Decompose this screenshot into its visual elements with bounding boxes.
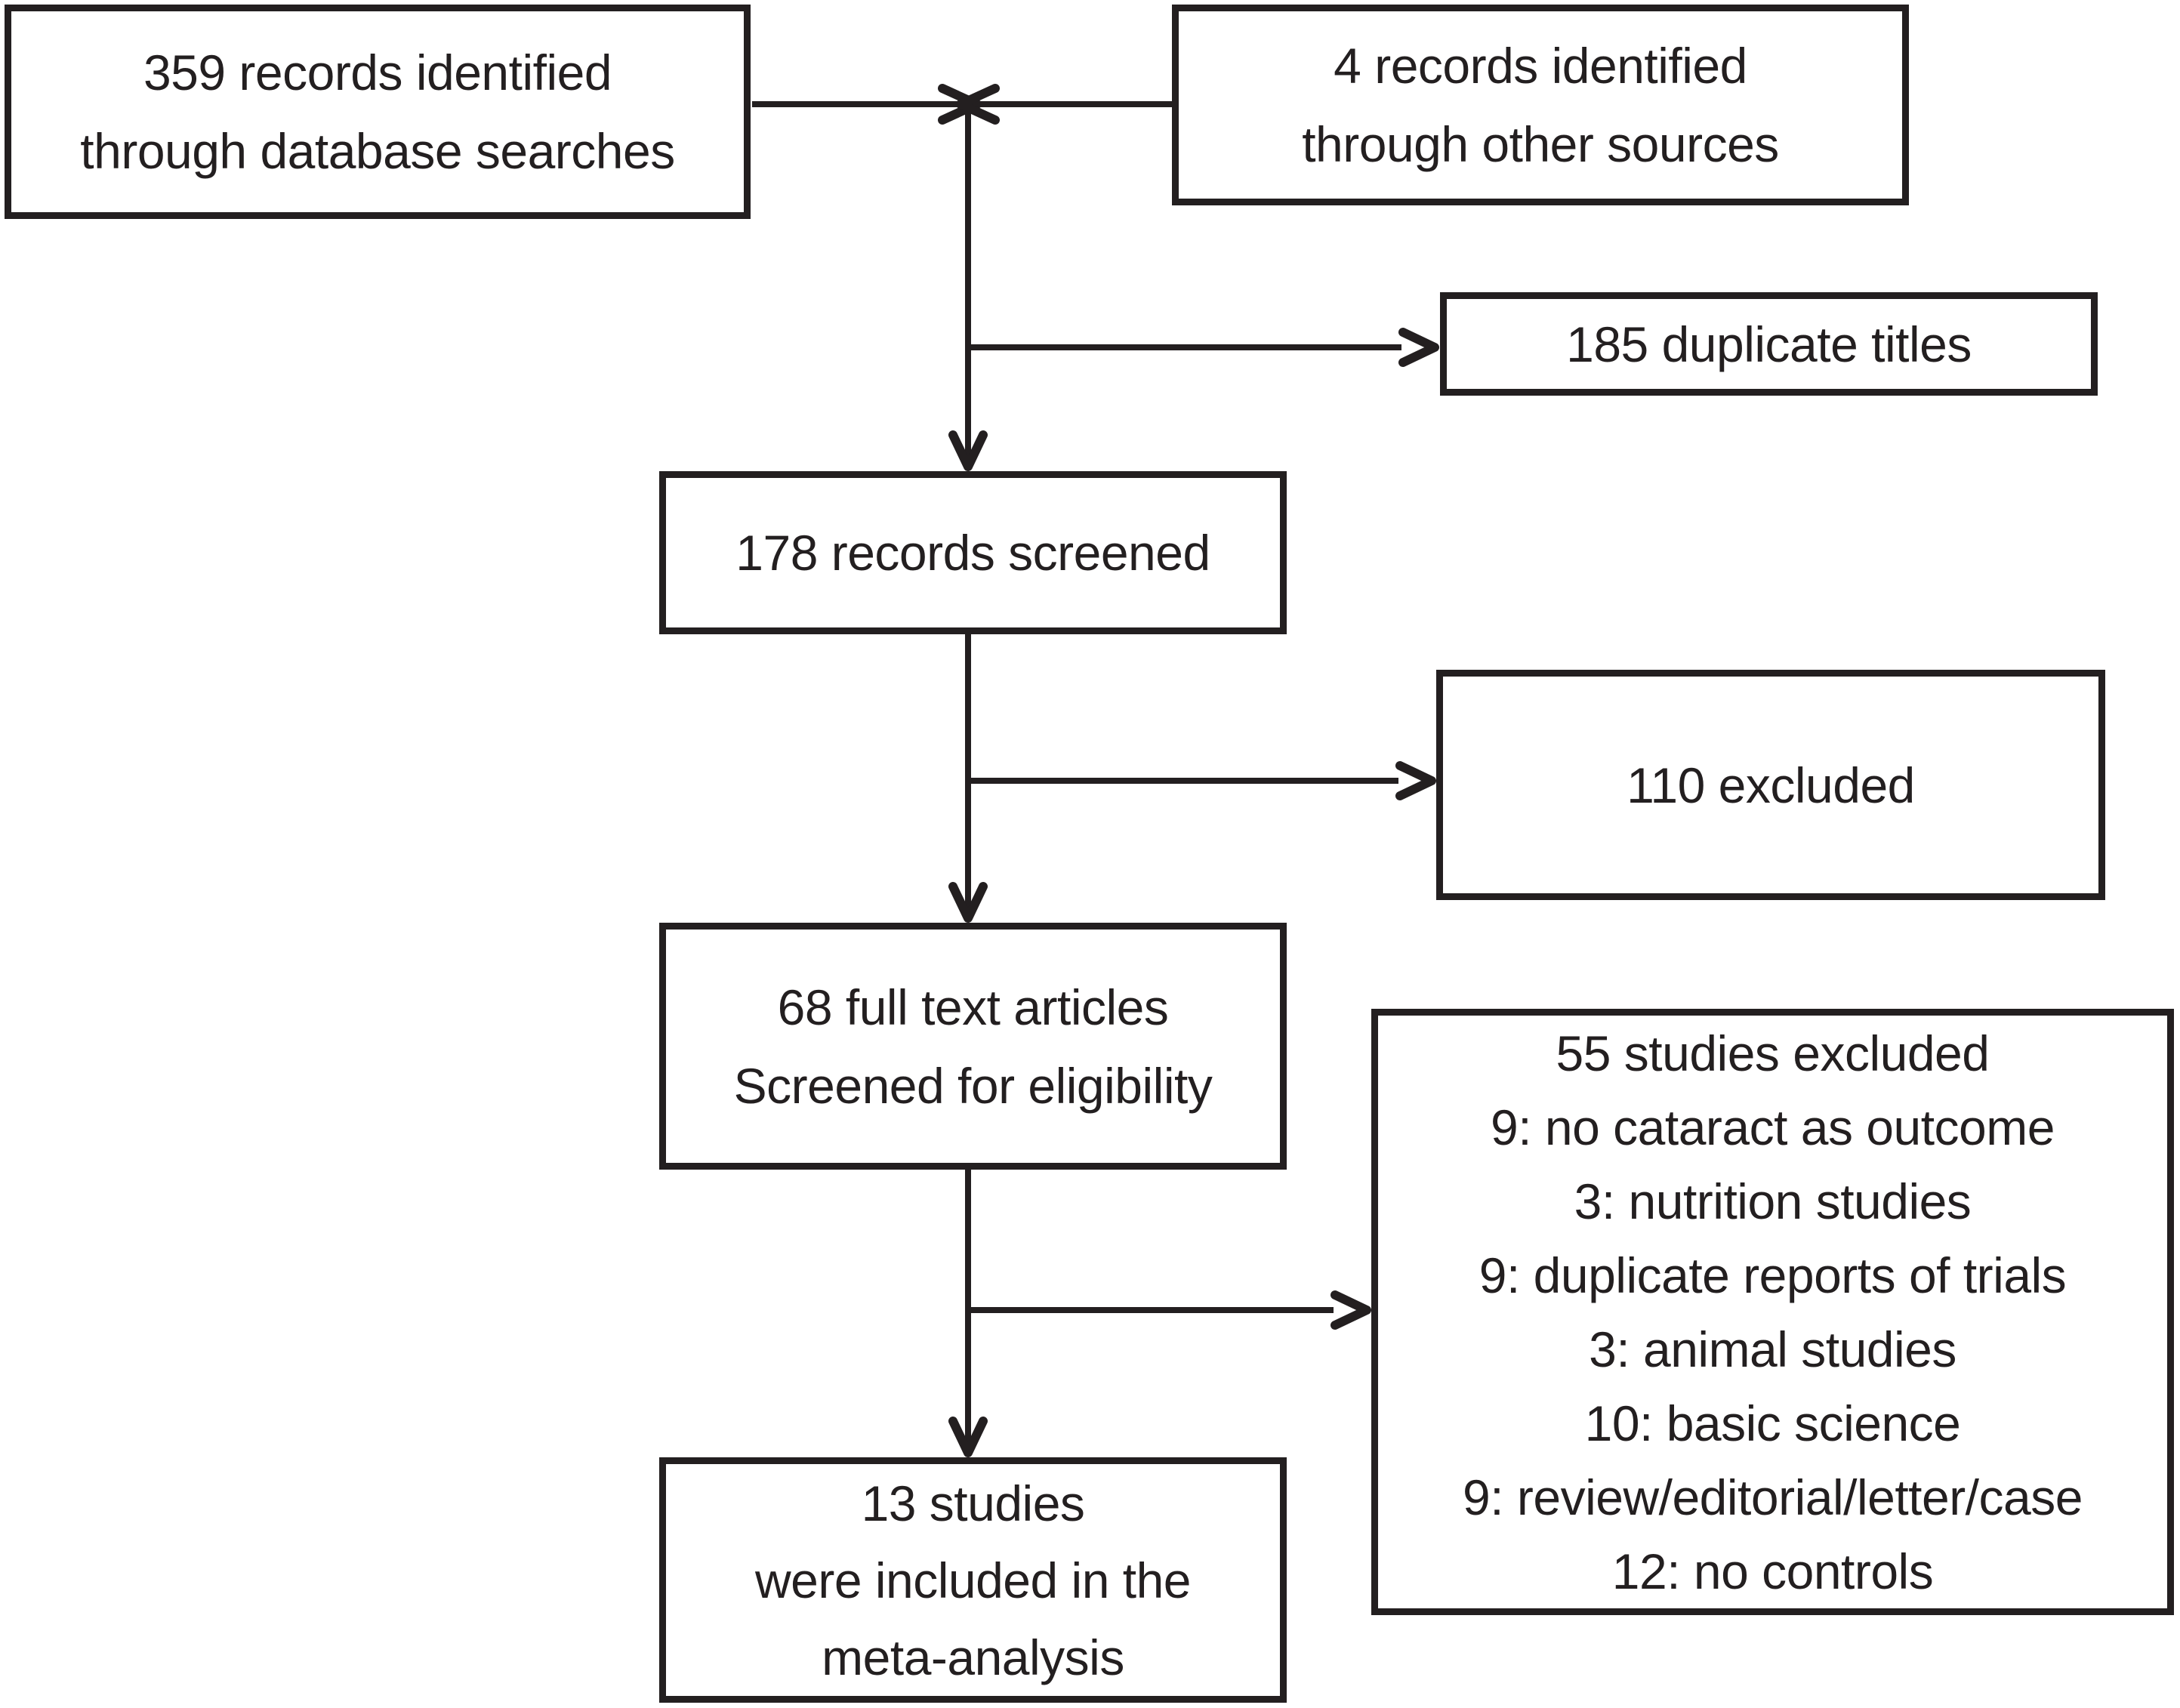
box-text-line: through other sources: [1302, 116, 1779, 172]
box-text-line: Screened for eligibility: [733, 1057, 1213, 1114]
arrowhead-left-icon: [956, 84, 1000, 125]
box-excluded-screening: 110 excluded: [1436, 670, 2105, 900]
box-records-identified-database: 359 records identified through database …: [5, 5, 751, 219]
box-text-line: 9: duplicate reports of trials: [1479, 1247, 2067, 1303]
box-text-line: 10: basic science: [1584, 1395, 1961, 1451]
box-text-line: 68 full text articles: [777, 979, 1169, 1035]
arrowhead-down-icon: [948, 1417, 988, 1457]
box-text-line: were included in the: [754, 1552, 1192, 1608]
box-included-meta-analysis: 13 studies were included in the meta-ana…: [659, 1457, 1287, 1703]
box-duplicate-titles: 185 duplicate titles: [1440, 292, 2098, 396]
box-studies-excluded: 55 studies excluded 9: no cataract as ou…: [1371, 1009, 2174, 1615]
box-fulltext-articles: 68 full text articles Screened for eligi…: [659, 923, 1287, 1170]
arrowhead-right-icon: [1398, 328, 1439, 367]
arrowhead-down-icon: [948, 882, 988, 923]
box-text-line: 4 records identified: [1334, 38, 1747, 94]
box-text-line: meta-analysis: [822, 1629, 1124, 1685]
box-text-line: 55 studies excluded: [1556, 1025, 1990, 1081]
box-text-line: 3: nutrition studies: [1574, 1173, 1972, 1229]
arrowhead-right-icon: [938, 84, 982, 125]
box-text-line: 185 duplicate titles: [1566, 316, 1972, 372]
box-text-line: 9: review/editorial/letter/case: [1463, 1469, 2083, 1525]
box-text-line: 110 excluded: [1627, 757, 1915, 813]
box-text-line: 359 records identified: [143, 45, 612, 100]
box-text-line: through database searches: [80, 123, 675, 179]
box-text-line: 3: animal studies: [1589, 1321, 1956, 1377]
arrowhead-right-icon: [1331, 1290, 1371, 1330]
arrowhead-down-icon: [948, 430, 988, 471]
box-text-line: 178 records screened: [735, 525, 1210, 581]
box-records-screened: 178 records screened: [659, 471, 1287, 634]
arrowhead-right-icon: [1395, 761, 1436, 800]
box-records-identified-other: 4 records identified through other sourc…: [1172, 5, 1909, 205]
box-text-line: 12: no controls: [1611, 1543, 1934, 1599]
box-text-line: 13 studies: [861, 1475, 1085, 1531]
box-text-line: 9: no cataract as outcome: [1491, 1099, 2055, 1155]
